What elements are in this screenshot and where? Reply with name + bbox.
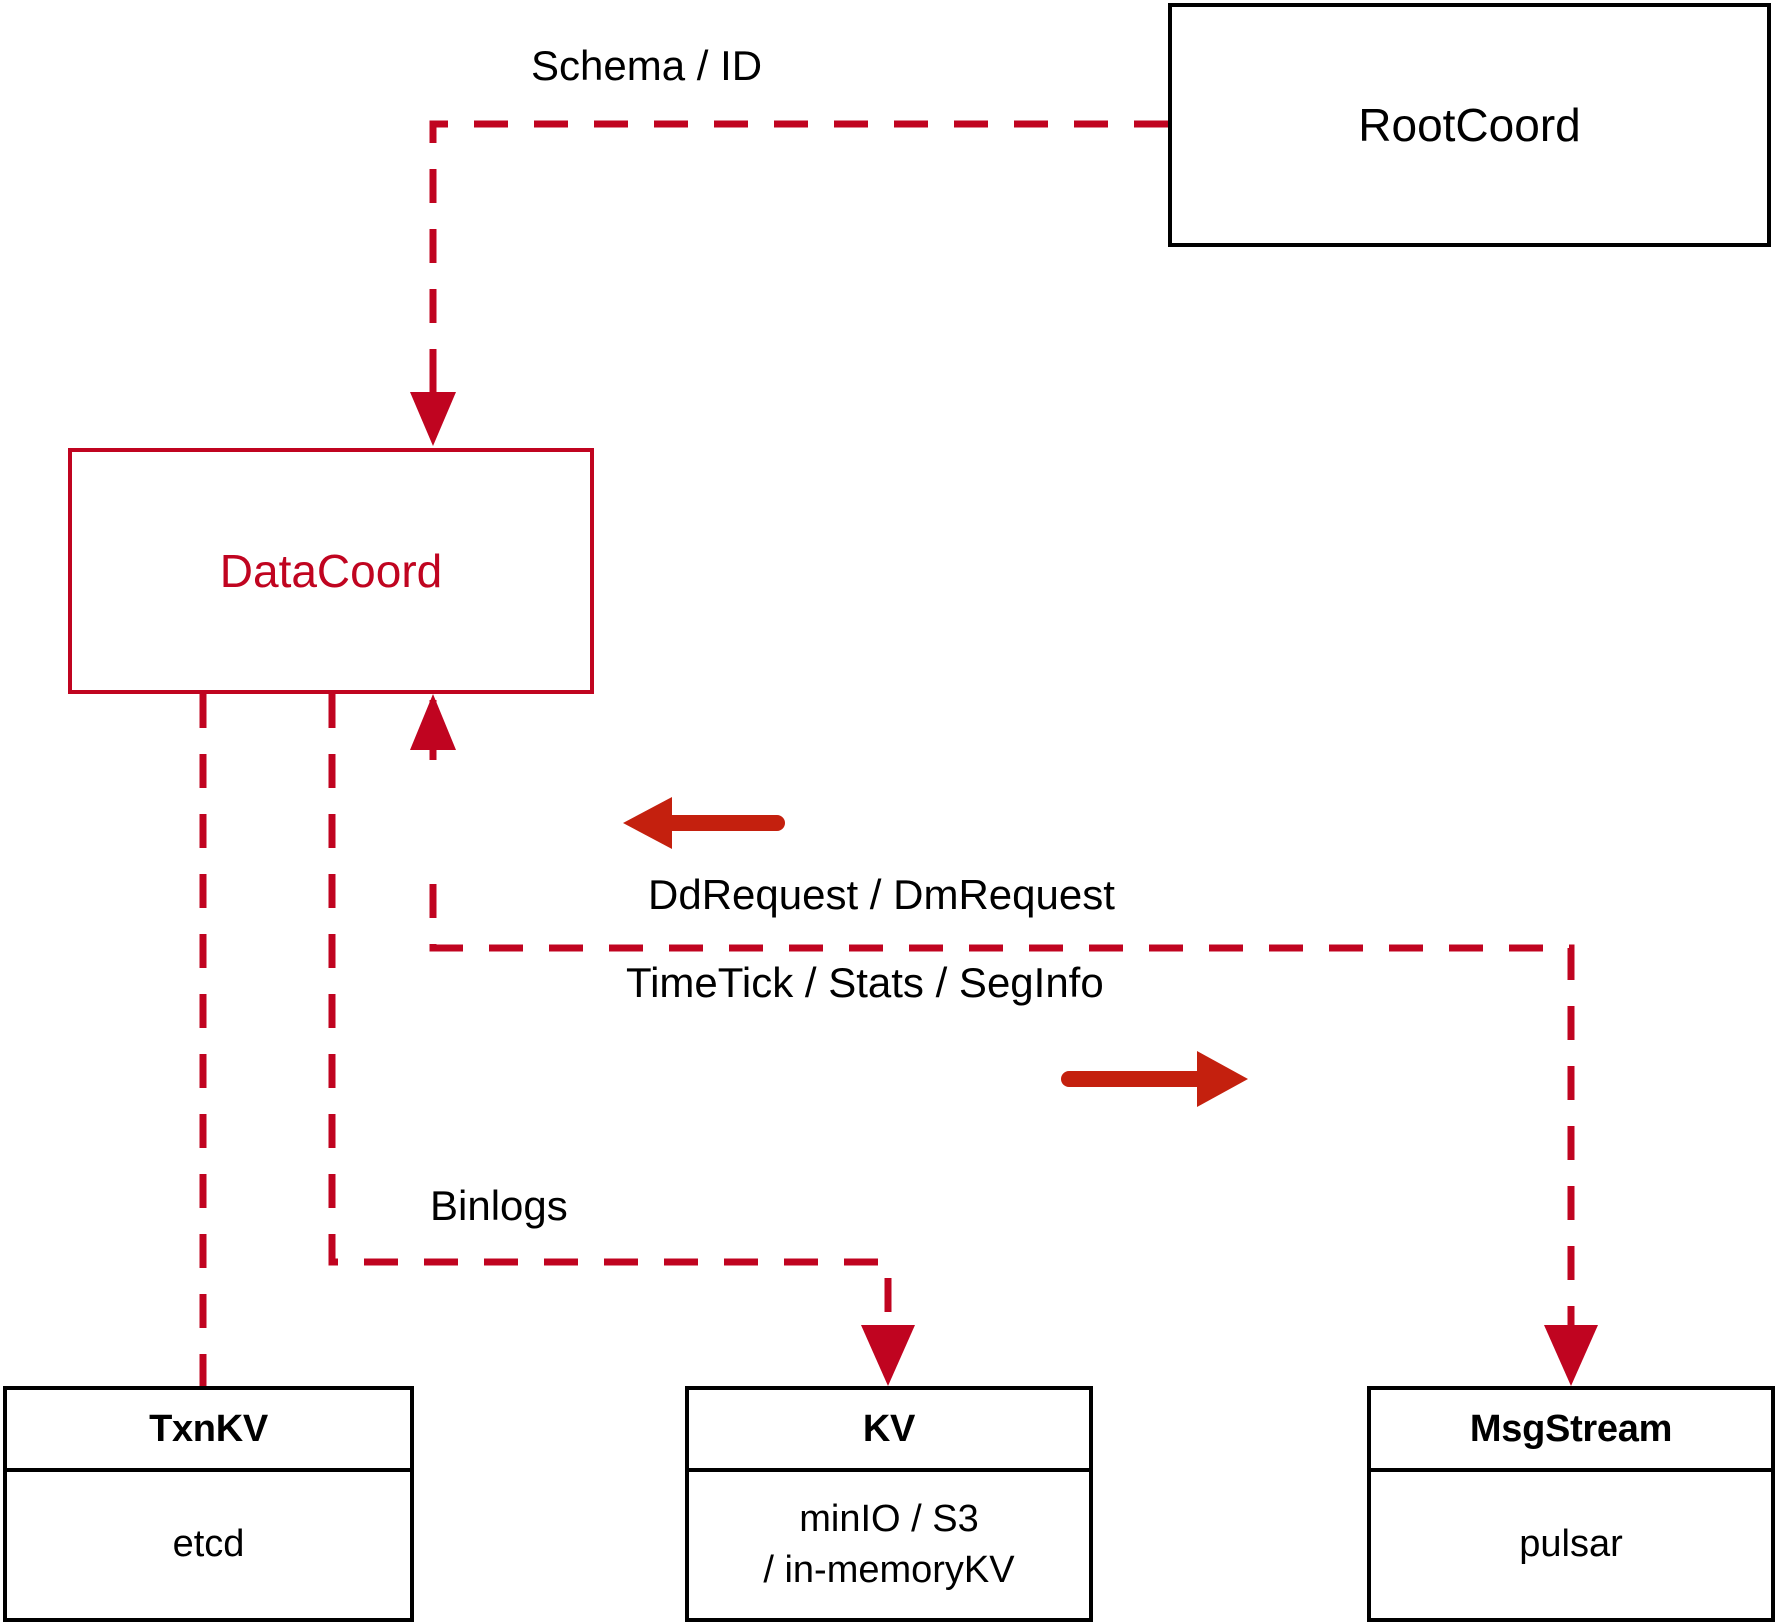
arrow-inbound-ddrequest <box>623 797 785 849</box>
txnkv-title: TxnKV <box>149 1407 268 1450</box>
node-msgstream[interactable]: MsgStream pulsar <box>1367 1386 1775 1622</box>
edge-label-ddrequest-dmrequest: DdRequest / DmRequest <box>648 871 1115 918</box>
rootcoord-label: RootCoord <box>1358 99 1581 151</box>
txnkv-body-line-1: etcd <box>172 1523 245 1566</box>
node-rootcoord[interactable]: RootCoord <box>1168 3 1771 247</box>
msgstream-divider <box>1371 1468 1771 1472</box>
edge-schema-id <box>410 120 1168 446</box>
msgstream-title: MsgStream <box>1469 1407 1673 1450</box>
kv-body-line-2: / in-memoryKV <box>763 1549 1015 1591</box>
datacoord-label: DataCoord <box>219 545 443 597</box>
edge-label-schema-id: Schema / ID <box>531 42 763 89</box>
node-kv[interactable]: KV minIO / S3 / in-memoryKV <box>685 1386 1093 1622</box>
edge-label-binlogs: Binlogs <box>430 1182 568 1229</box>
kv-title: KV <box>862 1407 916 1450</box>
edge-binlogs <box>328 694 915 1386</box>
node-datacoord[interactable]: DataCoord <box>68 448 594 694</box>
node-txnkv[interactable]: TxnKV etcd <box>3 1386 414 1622</box>
kv-body: minIO / S3 / in-memoryKV <box>689 1472 1089 1618</box>
edge-label-timetick-stats-seginfo: TimeTick / Stats / SegInfo <box>626 959 1104 1006</box>
arrow-outbound-timetick <box>1061 1051 1248 1107</box>
txnkv-body: etcd <box>7 1472 410 1618</box>
kv-divider <box>689 1468 1089 1472</box>
edge-msgstream-datacoord <box>410 694 1598 1386</box>
kv-body-line-1: minIO / S3 <box>799 1497 979 1540</box>
msgstream-body: pulsar <box>1371 1472 1771 1618</box>
msgstream-body-line-1: pulsar <box>1519 1523 1623 1566</box>
txnkv-divider <box>7 1468 410 1472</box>
